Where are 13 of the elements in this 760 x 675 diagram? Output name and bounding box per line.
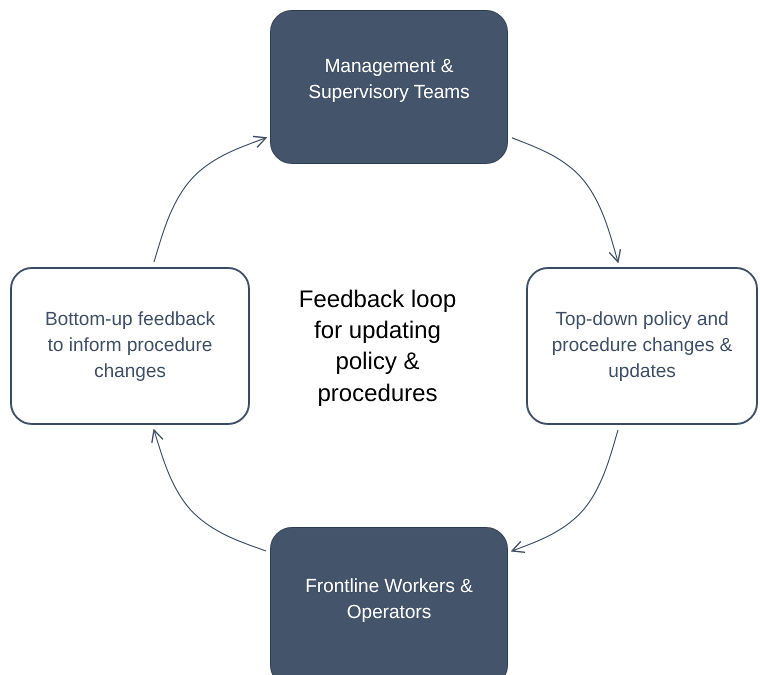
box-text: Bottom-up feedback to inform procedure changes xyxy=(44,308,216,384)
arrow xyxy=(512,137,622,263)
box-text: Frontline Workers & Operators xyxy=(304,574,474,625)
arrow xyxy=(151,429,266,552)
box-text: Top-down policy and procedure changes & updates xyxy=(551,308,733,384)
center-title: Feedback loop for updating policy & procedures xyxy=(298,285,458,409)
box-text: Management & Supervisory Teams xyxy=(307,54,471,105)
process-box xyxy=(270,527,508,675)
process-box xyxy=(526,267,758,425)
process-box xyxy=(10,267,250,425)
arrow xyxy=(153,136,267,262)
process-box xyxy=(270,10,508,164)
arrow xyxy=(511,430,619,553)
